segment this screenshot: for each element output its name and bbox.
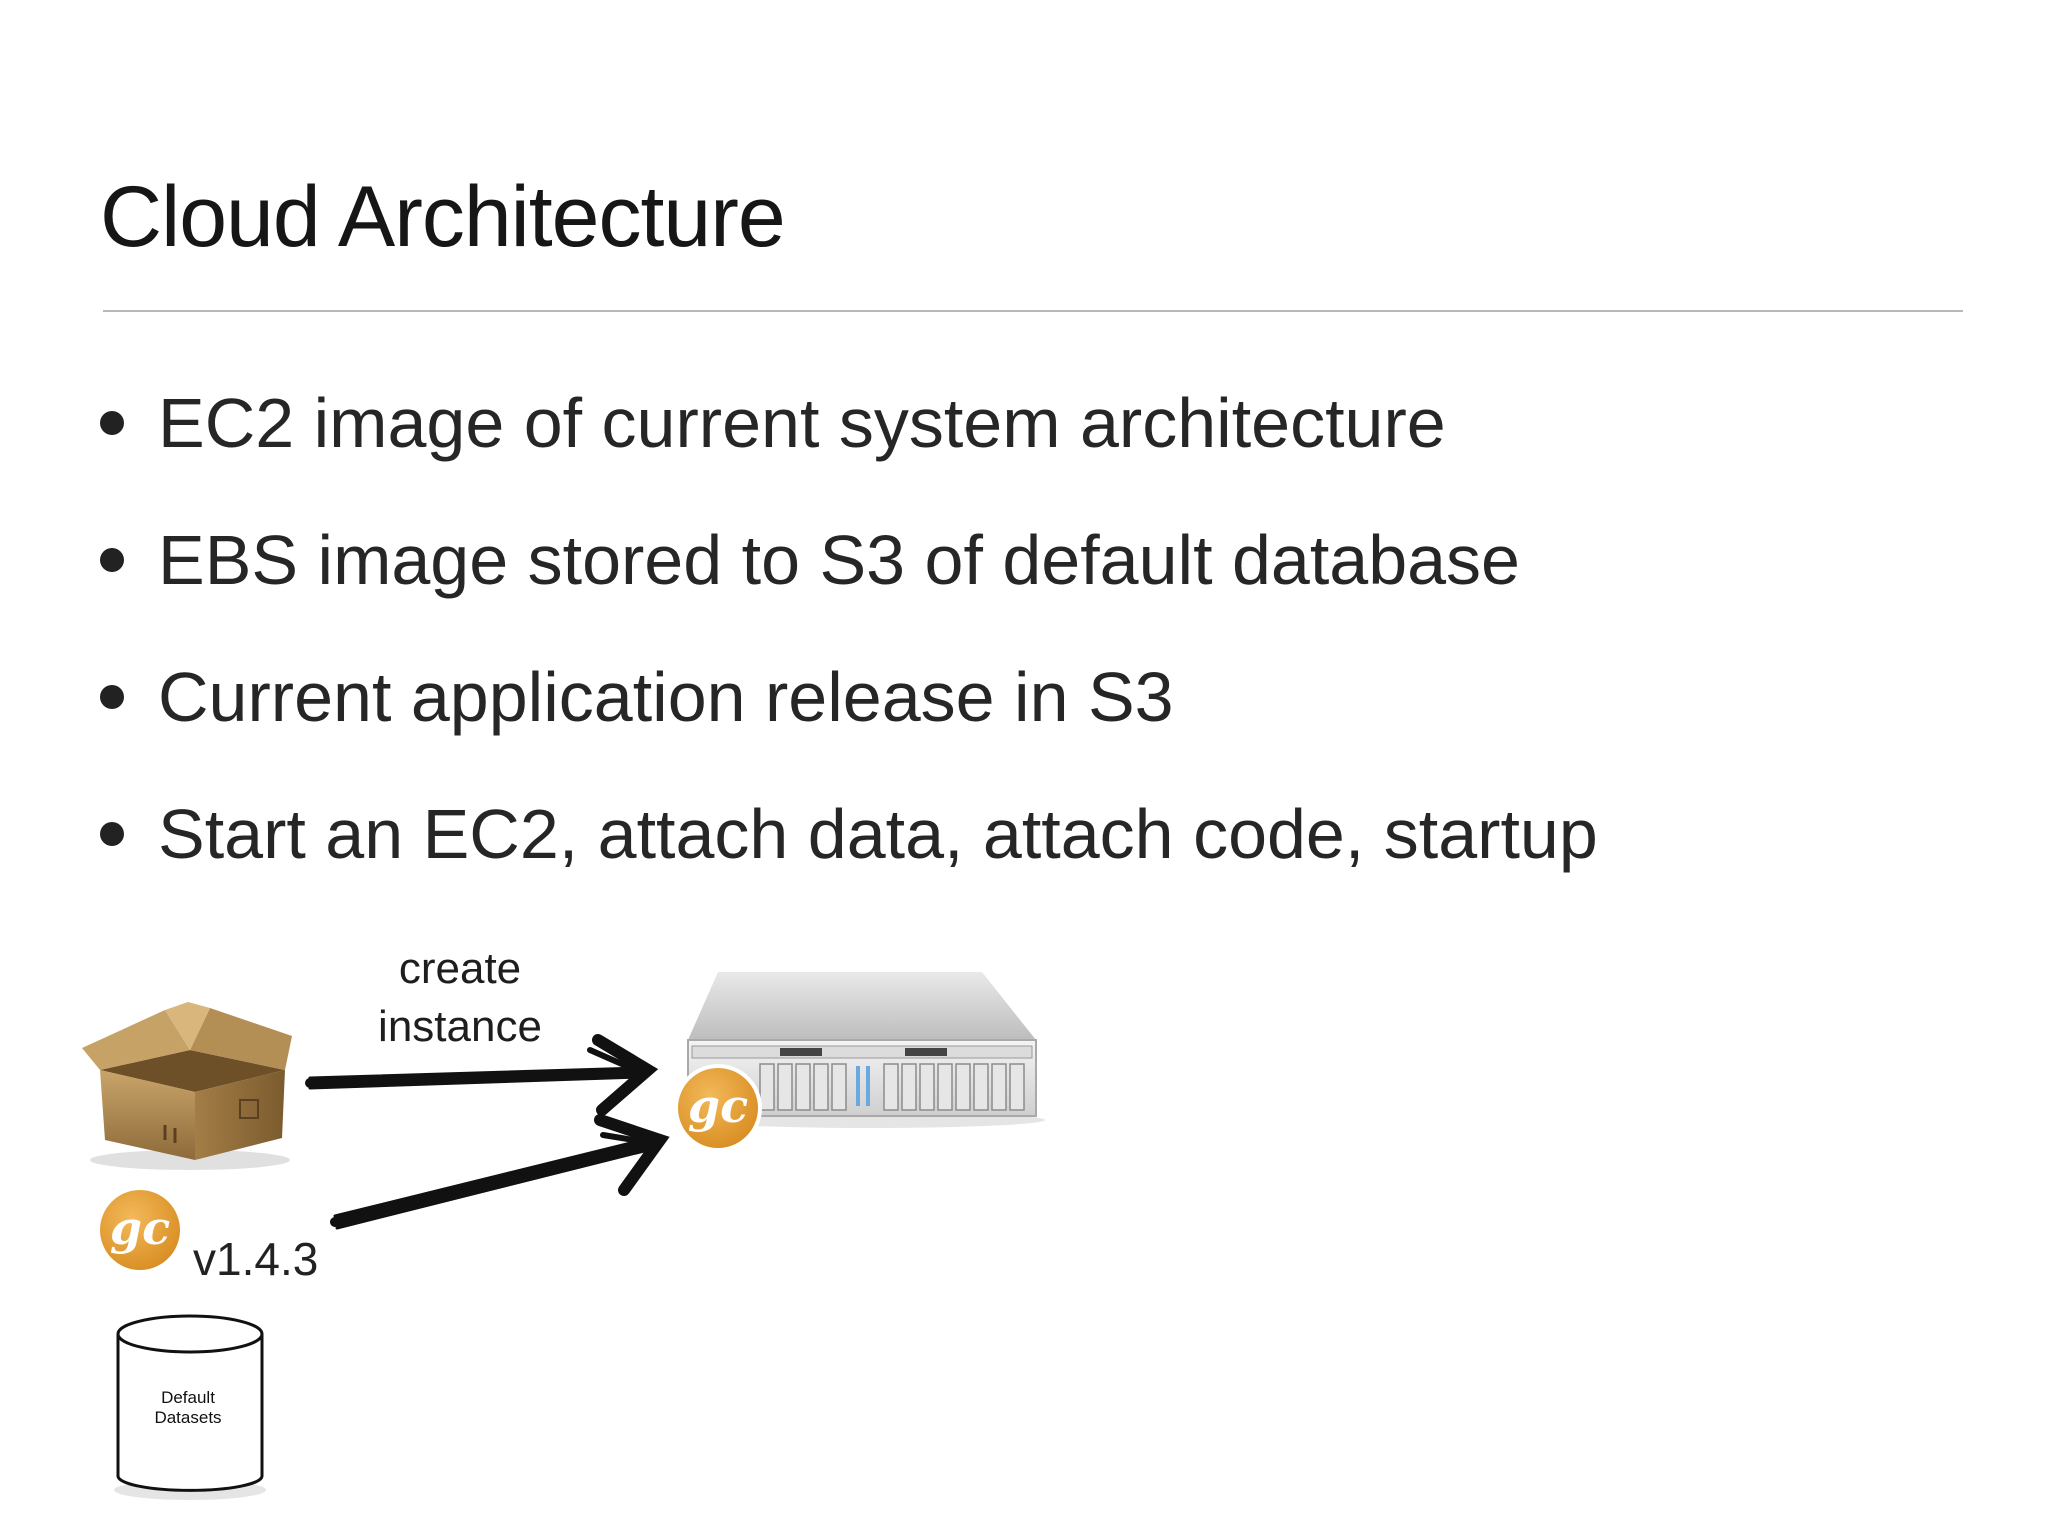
gc-logo-text: gc	[687, 1079, 749, 1133]
bullet-dot	[100, 685, 124, 709]
database-cylinder-icon	[114, 1314, 266, 1500]
bullet-text: Current application release in S3	[158, 658, 1174, 736]
bullet-item: EBS image stored to S3 of default databa…	[100, 520, 1520, 600]
database-label: Default Datasets	[128, 1388, 248, 1428]
bullet-item: Start an EC2, attach data, attach code, …	[100, 794, 1598, 874]
create-instance-label: create instance	[360, 940, 560, 1056]
package-box-icon	[82, 1002, 292, 1170]
arrow-icon	[305, 1034, 659, 1116]
create-instance-label-line2: instance	[378, 1002, 542, 1051]
bullet-dot	[100, 822, 124, 846]
bullet-item: Current application release in S3	[100, 657, 1174, 737]
bullet-text: Start an EC2, attach data, attach code, …	[158, 795, 1598, 873]
bullet-text: EC2 image of current system architecture	[158, 384, 1446, 462]
database-label-line1: Default	[161, 1388, 215, 1407]
create-instance-label-line1: create	[398, 944, 522, 993]
arrow-icon	[330, 1114, 670, 1230]
bullet-item: EC2 image of current system architecture	[100, 383, 1446, 463]
gc-logo-icon	[674, 1064, 762, 1152]
gc-logo-icon	[96, 1186, 184, 1274]
slide-title: Cloud Architecture	[100, 169, 786, 265]
gc-logo-text: gc	[109, 1201, 171, 1255]
bullet-dot	[100, 411, 124, 435]
bullet-dot	[100, 548, 124, 572]
bullet-text: EBS image stored to S3 of default databa…	[158, 521, 1520, 599]
title-divider	[103, 310, 1963, 312]
version-label: v1.4.3	[193, 1233, 319, 1285]
database-label-line2: Datasets	[154, 1408, 222, 1427]
